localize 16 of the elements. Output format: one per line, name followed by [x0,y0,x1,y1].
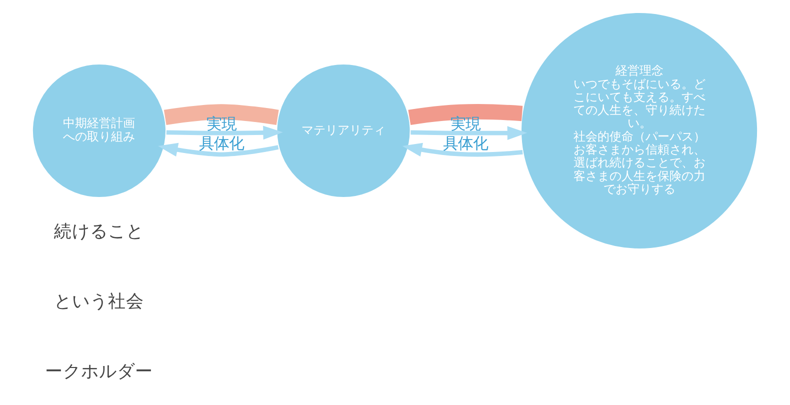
connector [164,104,279,125]
node-circle: 経営理念 いつでもそばにいる。どこにいても支える。すべての人生を、守り続けたい。 社会的使命（パーパス） お客さまから信頼され、選ばれ続けることで、お客さまの人生を保険の力でお守りする [520,12,758,250]
connector [408,104,523,125]
label: 続けること [54,222,144,242]
arrow [410,126,528,140]
arrow [166,126,283,140]
label: ークホルダー [45,362,154,382]
arrow [402,142,523,157]
edge-label: 具体化 [198,134,244,152]
node-circle: 中期経営計画への取り組み [32,63,167,198]
arrow [158,142,279,157]
edge-label: 具体化 [443,134,488,152]
label: という社会 [54,292,144,312]
node-circle: マテリアリティ [276,63,411,198]
edge-label: 実現 [450,114,481,133]
edge-label: 実現 [206,114,236,133]
